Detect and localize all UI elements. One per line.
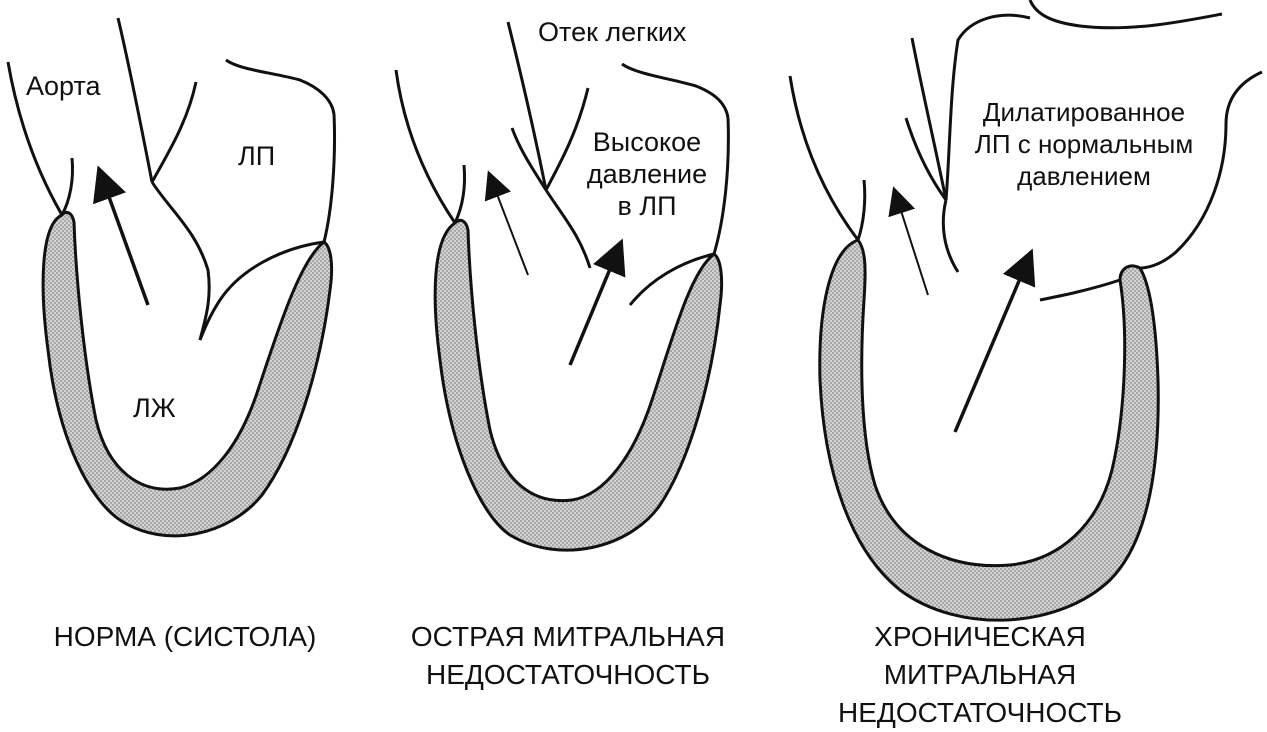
regurgitation-arrow — [568, 238, 626, 366]
aortic-valve — [856, 179, 867, 241]
left-atrium-outline — [1139, 70, 1263, 270]
ejection-arrow — [93, 165, 150, 306]
mitral-valve-leaflet — [150, 181, 211, 341]
left-ventricle-wall — [818, 238, 1160, 622]
left-atrium-outline — [621, 62, 730, 119]
mitral-valve-leaflet — [904, 117, 948, 201]
mitral-valve-leaflet — [510, 127, 548, 191]
aorta-outline — [394, 69, 457, 224]
panel-chronic — [788, 0, 1263, 622]
mitral-valve-leaflet — [198, 240, 325, 341]
left-atrium-outline — [1028, 0, 1223, 30]
aortic-valve — [60, 157, 74, 216]
left-atrium-label: ЛП — [238, 141, 276, 171]
left-ventricle-label: ЛЖ — [133, 393, 176, 423]
high-pressure-label: Высокое давление в ЛП — [586, 127, 708, 221]
dilated-atrium-label: Дилатированное ЛП с нормальным давлением — [974, 97, 1194, 191]
mitral-valve-leaflet — [544, 189, 592, 269]
aorta-outline — [116, 17, 154, 183]
left-atrium-outline — [544, 87, 590, 191]
caption-normal: НОРМА (СИСТОЛА) — [53, 621, 317, 652]
caption-acute: ОСТРАЯ МИТРАЛЬНАЯ НЕДОСТАТОЧНОСТЬ — [410, 621, 726, 690]
panel-normal — [6, 17, 337, 538]
aorta-outline — [6, 61, 64, 216]
panel-acute — [394, 21, 730, 552]
ejection-arrow — [888, 186, 929, 296]
aorta-outline — [506, 21, 548, 191]
left-atrium-outline — [322, 113, 337, 243]
aorta-outline — [910, 37, 948, 201]
left-ventricle-wall — [41, 210, 334, 538]
mitral-valve-leaflet — [941, 199, 960, 273]
left-atrium-outline — [712, 117, 730, 255]
left-ventricle-wall — [433, 218, 724, 552]
left-atrium-outline — [225, 58, 336, 115]
regurgitation-arrow — [953, 248, 1036, 433]
mitral-valve-leaflet — [628, 252, 715, 306]
aorta-label: Аорта — [26, 71, 101, 101]
left-atrium-outline — [944, 13, 1031, 201]
aortic-valve — [453, 164, 466, 224]
aorta-outline — [788, 75, 860, 241]
pulmonary-edema-label: Отек легких — [538, 17, 687, 47]
caption-chronic: ХРОНИЧЕСКАЯ МИТРАЛЬНАЯ НЕДОСТАТОЧНОСТЬ — [837, 621, 1123, 728]
ejection-arrow — [484, 170, 529, 276]
mitral-valve-leaflet — [1039, 278, 1121, 302]
left-atrium-outline — [150, 81, 198, 183]
